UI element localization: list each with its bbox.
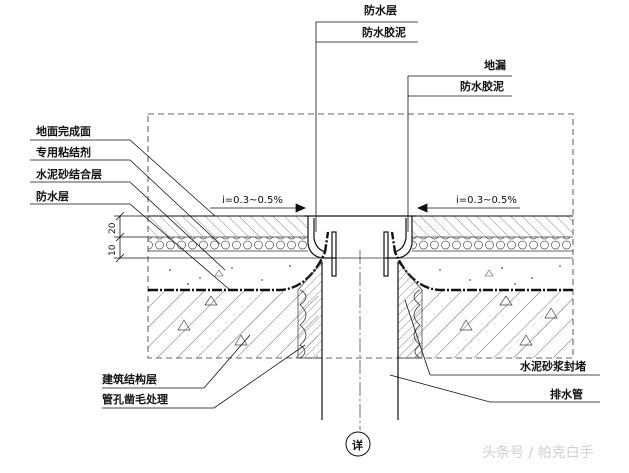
slope-left: i=0.3~0.5% (222, 195, 283, 206)
label-cement-mortar-bond: 水泥砂结合层 (36, 168, 102, 181)
label-building-structure: 建筑结构层 (102, 373, 157, 386)
drain-pipe (321, 250, 399, 430)
leader-lines (30, 21, 600, 409)
floor-finish-layer (148, 215, 573, 237)
adhesive-layer (148, 236, 573, 252)
dimension-upper: 20 (108, 222, 118, 234)
waterproof-membrane (148, 231, 573, 292)
label-waterproof-mortar-drain: 防水胶泥 (460, 80, 504, 93)
structure-layer (148, 290, 573, 358)
slope-right: i=0.3~0.5% (456, 195, 517, 206)
label-adhesive: 专用粘结剂 (36, 146, 91, 159)
detail-tag-label: 详 (352, 439, 363, 452)
label-waterproof-mortar-top: 防水胶泥 (362, 26, 406, 39)
floor-drain-body (304, 215, 416, 277)
label-drain-pipe: 排水管 (550, 388, 583, 401)
slope-arrows (210, 203, 520, 213)
detail-tag-circle (345, 431, 371, 457)
dimension-lower: 10 (108, 244, 118, 256)
label-cement-mortar-seal: 水泥砂浆封堵 (520, 360, 586, 373)
label-waterproof-layer-left: 防水层 (36, 190, 69, 203)
watermark: 头条号 / 帕克白手 (482, 445, 594, 461)
label-pipe-hole-rough: 管孔凿毛处理 (102, 393, 168, 406)
label-floor-drain: 地漏 (484, 59, 506, 72)
label-waterproof-layer-top: 防水层 (364, 4, 397, 17)
label-floor-finish: 地面完成面 (36, 125, 91, 138)
dimension-lines (114, 211, 148, 263)
mortar-bond-layer (148, 257, 573, 285)
